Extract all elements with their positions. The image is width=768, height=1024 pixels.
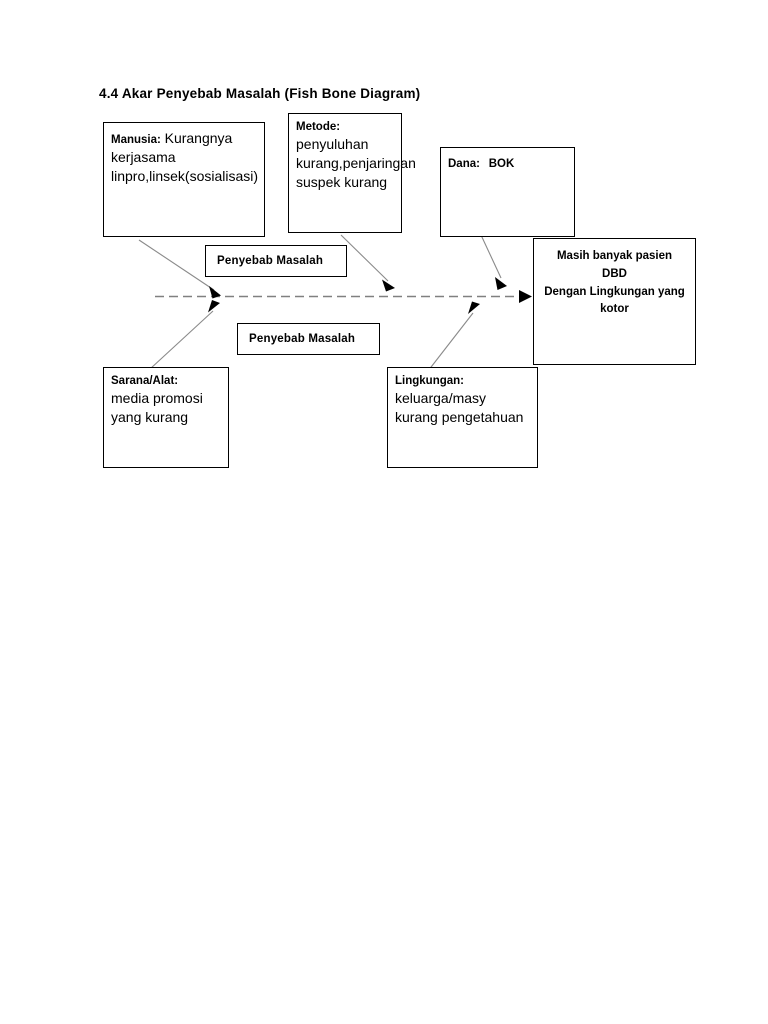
cause-box-manusia: Manusia: Kurangnya kerjasama linpro,lins…	[103, 122, 265, 237]
branch-line-manusia	[138, 239, 215, 291]
branch-arrowhead-metode-icon	[382, 279, 395, 292]
cause-label-lingkungan: Lingkungan:	[395, 375, 464, 387]
cause-box-dana: Dana: BOK	[440, 147, 575, 237]
tag-box-penyebab-masalah-upper: Penyebab Masalah	[205, 245, 347, 277]
cause-label-dana: Dana:	[448, 158, 480, 170]
cause-text-lingkungan: keluarga/masy kurang pengetahuan	[395, 390, 524, 426]
branch-arrowhead-sarana-icon	[208, 300, 220, 313]
branch-line-sarana	[149, 310, 214, 370]
cause-box-dana-content: Dana: BOK	[441, 148, 574, 172]
cause-box-metode: Metode: penyuluhan kurang,penjaringan su…	[288, 113, 416, 233]
branch-line-metode	[340, 234, 389, 282]
cause-text-manusia: Kurangnya kerjasama linpro,linsek(sosial…	[111, 130, 259, 184]
cause-box-sarana-content: Sarana/Alat: media promosi yang kurang	[104, 368, 228, 427]
branch-arrowhead-dana-icon	[495, 277, 507, 290]
page-title: 4.4 Akar Penyebab Masalah (Fish Bone Dia…	[99, 86, 421, 101]
tag-box-penyebab-masalah-lower: Penyebab Masalah	[237, 323, 380, 355]
cause-label-sarana: Sarana/Alat:	[111, 375, 179, 387]
cause-box-sarana: Sarana/Alat: media promosi yang kurang	[103, 367, 229, 468]
cause-box-metode-content: Metode: penyuluhan kurang,penjaringan su…	[289, 114, 416, 192]
effect-box-content: Masih banyak pasien DBD Dengan Lingkunga…	[534, 239, 695, 319]
effect-line-1: Masih banyak pasien DBD	[556, 250, 673, 280]
cause-text-sarana: media promosi yang kurang	[111, 390, 203, 426]
effect-line-3: kotor	[600, 303, 629, 316]
cause-text-dana: BOK	[488, 158, 515, 170]
cause-box-manusia-content: Manusia: Kurangnya kerjasama linpro,lins…	[104, 123, 264, 186]
cause-text-metode: penyuluhan kurang,penjaringan suspek kur…	[296, 136, 416, 191]
branch-arrowhead-lingkungan-icon	[468, 301, 480, 314]
branch-arrowhead-manusia-icon	[209, 286, 221, 299]
branch-line-lingkungan	[427, 312, 474, 372]
branch-line-dana	[480, 234, 502, 279]
effect-line-2: Dengan Lingkungan yang	[544, 285, 685, 298]
cause-box-lingkungan: Lingkungan: keluarga/masy kurang pengeta…	[387, 367, 538, 468]
cause-label-manusia: Manusia:	[111, 134, 161, 146]
cause-label-metode: Metode:	[296, 121, 341, 133]
cause-box-lingkungan-content: Lingkungan: keluarga/masy kurang pengeta…	[388, 368, 537, 427]
spine-arrowhead-icon	[519, 290, 532, 303]
effect-box: Masih banyak pasien DBD Dengan Lingkunga…	[533, 238, 696, 365]
